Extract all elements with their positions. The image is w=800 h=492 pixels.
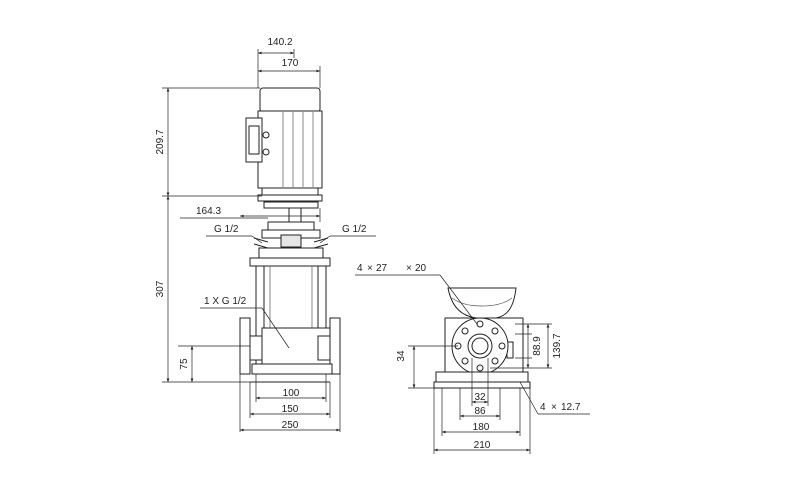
bolt-length: 20	[415, 263, 427, 274]
dim-209-7: 209.7	[155, 129, 166, 154]
bolt-times-1: ×	[367, 263, 373, 274]
port-label-right: G 1/2	[342, 224, 367, 235]
side-base	[435, 371, 529, 383]
flange	[451, 317, 509, 375]
dim-140-2: 140.2	[267, 37, 292, 48]
dim-210: 210	[474, 440, 491, 451]
bolt-times-2: ×	[406, 263, 412, 274]
dim-250: 250	[282, 420, 299, 431]
dim-180: 180	[473, 422, 490, 433]
dim-150: 150	[282, 404, 299, 415]
dim-88-9: 88.9	[532, 336, 543, 356]
drain-port-label: 1 X G 1/2	[204, 296, 247, 307]
coupling	[253, 201, 329, 259]
dim-32: 32	[474, 392, 486, 403]
hole-size: 12.7	[561, 402, 581, 413]
dim-34: 34	[396, 350, 407, 362]
dim-100: 100	[283, 388, 300, 399]
hole-times: ×	[551, 402, 557, 413]
bolt-count: 4	[357, 263, 363, 274]
dim-307: 307	[155, 280, 166, 297]
hole-count: 4	[540, 402, 546, 413]
motor	[245, 87, 323, 202]
dim-170: 170	[282, 58, 299, 69]
port-label-left: G 1/2	[214, 224, 239, 235]
dim-139-7: 139.7	[552, 333, 563, 358]
front-view: 140.2 170 209.7 307 75 164.3 G 1/2 G 1/2	[155, 37, 376, 432]
side-view: 4 × 27 × 20 88.9 139.7 34 32 86 180	[355, 263, 590, 454]
bolt-size: 27	[376, 263, 388, 274]
dim-75: 75	[179, 358, 190, 370]
dim-164-3: 164.3	[196, 206, 221, 217]
dim-86: 86	[474, 406, 486, 417]
pump-base	[239, 317, 341, 383]
